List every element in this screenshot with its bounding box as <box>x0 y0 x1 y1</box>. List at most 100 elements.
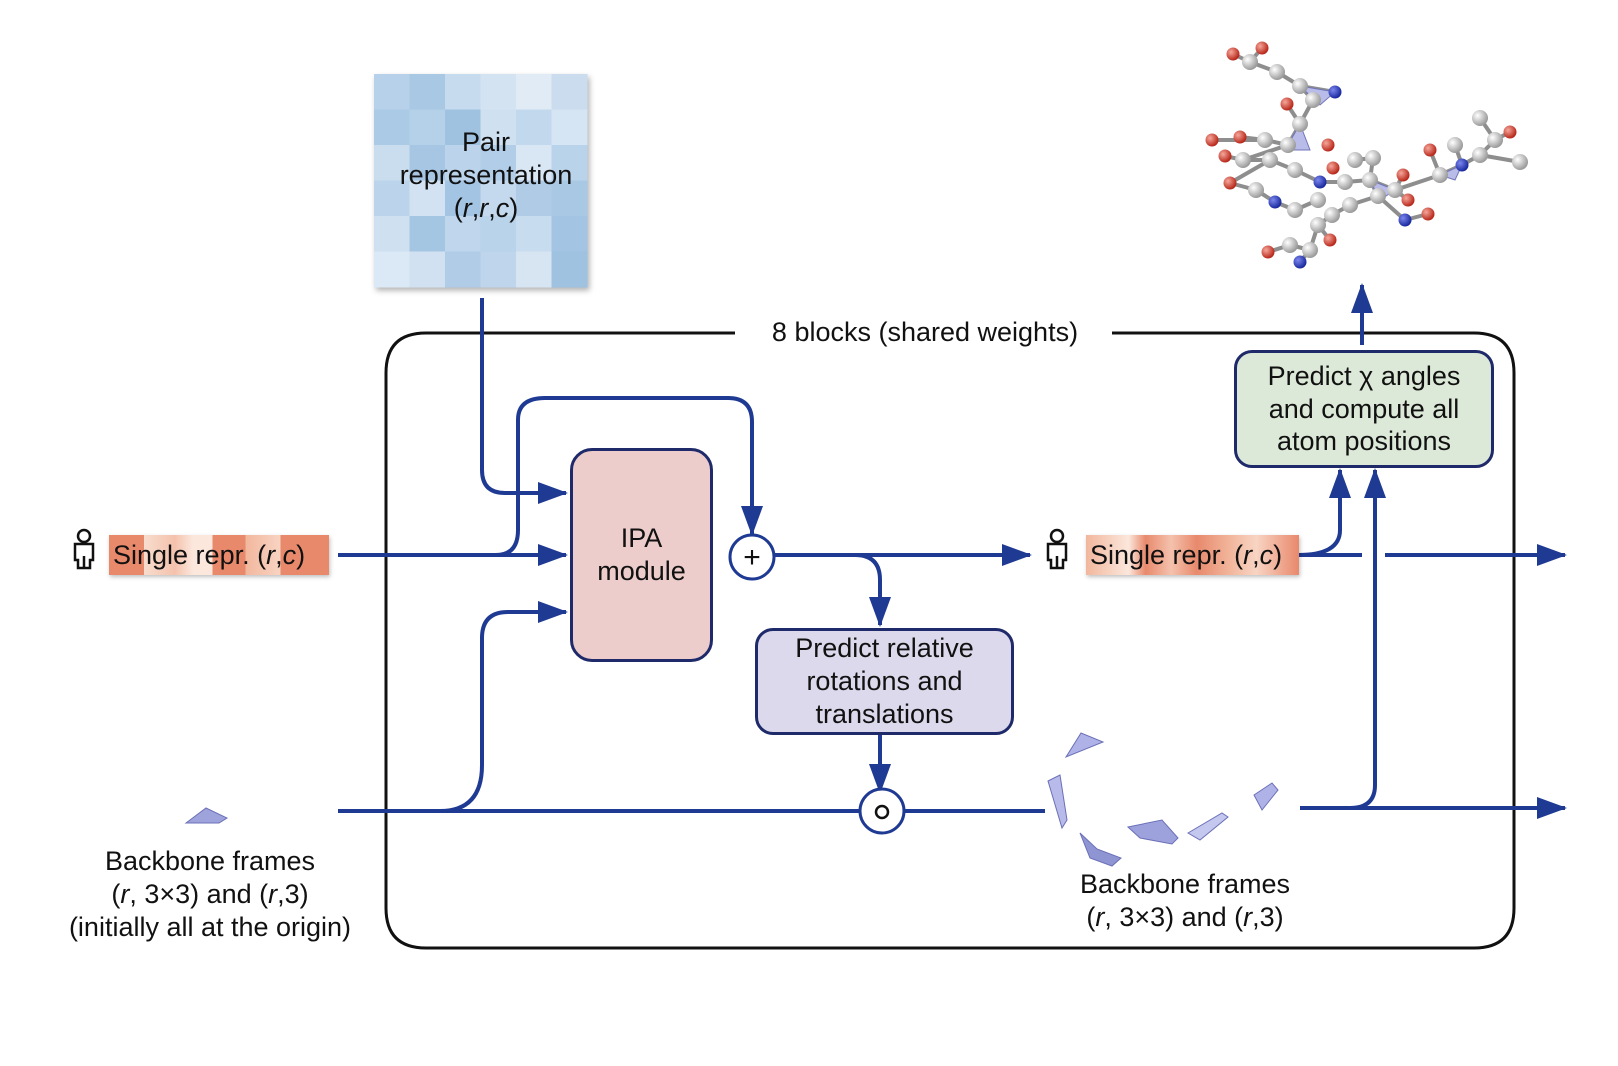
atom <box>1342 197 1358 213</box>
pair-cell <box>445 251 481 288</box>
pair-cell <box>374 251 410 288</box>
pair-cell <box>480 180 517 217</box>
atom <box>1347 152 1363 168</box>
atom <box>1328 85 1342 99</box>
backbone-in-line2: (r, 3×3) and (r,3) <box>111 878 309 909</box>
pair-label-line3: (r,r,c) <box>453 192 519 223</box>
atom <box>1305 92 1321 108</box>
pair-cell <box>551 145 588 181</box>
backbone-frame-glyph-input <box>184 807 229 824</box>
backbone-out-line2: (r, 3×3) and (r,3) <box>1086 901 1284 932</box>
arrow-frames-to-chi <box>1300 468 1386 810</box>
pair-cell <box>480 145 517 181</box>
pair-cell <box>516 145 552 181</box>
atom <box>1310 217 1326 233</box>
add-operator: + <box>728 533 776 581</box>
backbone-frames-output-label: Backbone frames (r, 3×3) and (r,3) <box>1030 868 1340 934</box>
atom <box>1269 64 1285 80</box>
atom <box>1310 192 1326 208</box>
atom <box>1268 195 1282 209</box>
pair-cell <box>374 74 410 110</box>
atom <box>1226 47 1240 61</box>
atom <box>1503 125 1517 139</box>
atom <box>1512 154 1528 170</box>
backbone-in-line3: (initially all at the origin) <box>68 911 352 942</box>
atom <box>1280 137 1296 153</box>
pair-cell <box>516 251 552 288</box>
pair-cell <box>445 145 481 181</box>
pair-cell <box>409 145 446 181</box>
pair-cell <box>551 251 588 288</box>
pair-cell <box>445 216 481 252</box>
predict-rel-line1: Predict relative <box>795 633 974 664</box>
pair-cell <box>480 74 517 110</box>
predict-rel-line2: rotations and <box>806 666 963 697</box>
atom <box>1261 245 1275 259</box>
predict-chi-line3: atom positions <box>1276 426 1452 457</box>
arrow-skip-over-ipa <box>495 396 763 557</box>
atom <box>1326 161 1340 175</box>
atom <box>1262 152 1278 168</box>
atom <box>1401 193 1415 207</box>
predict-chi-line1: Predict χ angles <box>1267 360 1461 391</box>
atom <box>1362 172 1378 188</box>
atom <box>1324 207 1340 223</box>
predict-rel-line3: translations <box>815 698 954 729</box>
pair-cell <box>551 216 588 252</box>
atom <box>1321 138 1335 152</box>
arrow-to-predict-relative <box>854 553 891 627</box>
pair-representation-heatmap <box>374 74 588 288</box>
pair-representation-label: Pair representation (r,r,c) <box>378 126 594 225</box>
pair-cell <box>409 216 446 252</box>
pair-cell <box>516 216 552 252</box>
pair-cell <box>480 109 517 146</box>
backbone-in-line1: Backbone frames <box>104 846 316 876</box>
atom <box>1292 116 1308 132</box>
pair-cell <box>374 180 410 217</box>
pair-cell <box>445 180 481 217</box>
pair-cell <box>409 180 446 217</box>
atom <box>1447 137 1463 153</box>
pair-cell <box>445 109 481 146</box>
atom <box>1280 97 1294 111</box>
pair-cell <box>409 74 446 110</box>
ipa-label-line1: IPA <box>620 523 663 554</box>
atom <box>1248 182 1264 198</box>
pair-cell <box>551 180 588 217</box>
atom <box>1313 175 1327 189</box>
blocks-label: 8 blocks (shared weights) <box>771 317 1079 347</box>
atom <box>1257 132 1273 148</box>
pair-cell <box>374 145 410 181</box>
atom <box>1423 143 1437 157</box>
pair-cell <box>551 74 588 110</box>
pair-label-line2: representation <box>399 159 573 190</box>
backbone-frames-scattered <box>1047 732 1279 867</box>
atom <box>1472 110 1488 126</box>
atom <box>1255 41 1269 55</box>
atom <box>1205 133 1219 147</box>
blocks-frame <box>384 331 1516 950</box>
arrow-pair-to-ipa <box>480 298 568 504</box>
atom <box>1487 132 1503 148</box>
arrow-backbone-to-ipa <box>439 601 568 813</box>
atom <box>1302 242 1318 258</box>
compose-operator <box>858 787 906 835</box>
atom <box>1282 237 1298 253</box>
atom <box>1421 207 1435 221</box>
atom <box>1337 174 1353 190</box>
atom <box>1233 130 1247 144</box>
pair-cell <box>480 251 517 288</box>
protein-structure <box>1205 41 1528 269</box>
atom <box>1396 168 1410 182</box>
atom <box>1292 78 1308 94</box>
pair-label-line1: Pair <box>461 127 510 157</box>
backbone-frames-input-label: Backbone frames (r, 3×3) and (r,3) (init… <box>30 845 390 944</box>
pair-cell <box>516 180 552 217</box>
pair-cell <box>374 216 410 252</box>
person-icon-output <box>1046 528 1068 570</box>
atom <box>1472 147 1488 163</box>
add-symbol: + <box>743 541 761 574</box>
arrow-single-to-chi <box>1297 468 1351 557</box>
